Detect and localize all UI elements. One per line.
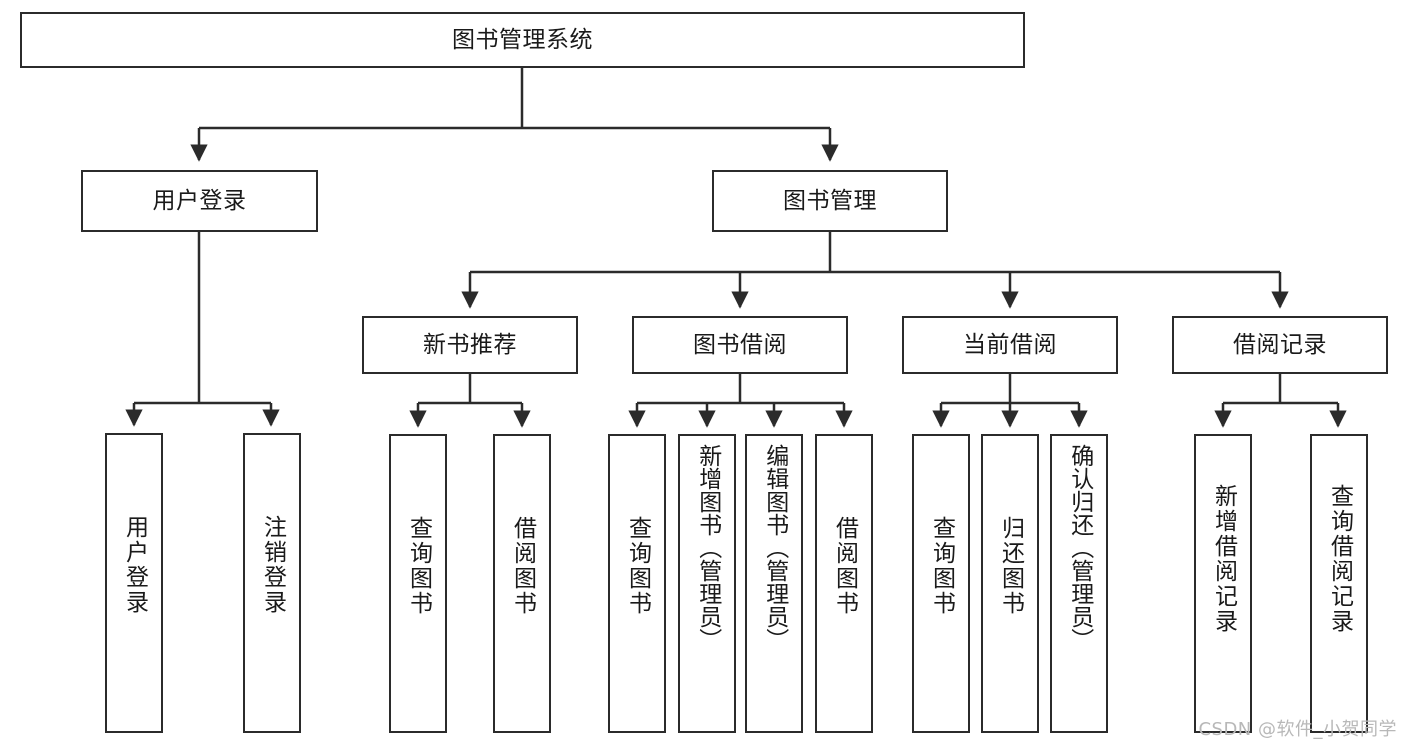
leaf-borrow-book-2[interactable]: 借阅图书 [815, 434, 873, 733]
node-book-manage-label: 图书管理 [783, 187, 877, 214]
node-borrow-record[interactable]: 借阅记录 [1172, 316, 1388, 374]
node-user-login-label: 用户登录 [152, 187, 247, 214]
node-user-login[interactable]: 用户登录 [81, 170, 318, 232]
leaf-logout[interactable]: 注销登录 [243, 433, 301, 733]
leaf-add-record[interactable]: 新增借阅记录 [1194, 434, 1252, 733]
node-book-manage[interactable]: 图书管理 [712, 170, 948, 232]
leaf-query-record[interactable]: 查询借阅记录 [1310, 434, 1368, 733]
leaf-query-book-2-label: 查询图书 [624, 516, 651, 616]
leaf-return-book[interactable]: 归还图书 [981, 434, 1039, 733]
node-new-book-rec[interactable]: 新书推荐 [362, 316, 578, 374]
leaf-logout-label: 注销登录 [259, 515, 286, 615]
leaf-add-book-label: 新增图书（管理员） [694, 444, 721, 651]
leaf-return-book-label: 归还图书 [997, 516, 1024, 616]
leaf-borrow-book-1-label: 借阅图书 [509, 516, 536, 616]
leaf-query-book-3-label: 查询图书 [928, 516, 955, 616]
node-root-label: 图书管理系统 [452, 26, 593, 53]
leaf-add-book[interactable]: 新增图书（管理员） [678, 434, 736, 733]
node-current-borrow-label: 当前借阅 [963, 331, 1057, 358]
leaf-add-record-label: 新增借阅记录 [1210, 484, 1237, 634]
node-new-book-rec-label: 新书推荐 [423, 331, 517, 358]
leaf-query-book-3[interactable]: 查询图书 [912, 434, 970, 733]
leaf-query-book-1[interactable]: 查询图书 [389, 434, 447, 733]
csdn-watermark: CSDN @软件_小贺同学 [1198, 719, 1397, 740]
leaf-user-login[interactable]: 用户登录 [105, 433, 163, 733]
node-root[interactable]: 图书管理系统 [20, 12, 1025, 68]
leaf-query-book-2[interactable]: 查询图书 [608, 434, 666, 733]
node-book-borrow-label: 图书借阅 [693, 331, 787, 358]
leaf-borrow-book-1[interactable]: 借阅图书 [493, 434, 551, 733]
leaf-borrow-book-2-label: 借阅图书 [831, 516, 858, 616]
leaf-query-book-1-label: 查询图书 [405, 516, 432, 616]
leaf-edit-book[interactable]: 编辑图书（管理员） [745, 434, 803, 733]
node-book-borrow[interactable]: 图书借阅 [632, 316, 848, 374]
leaf-query-record-label: 查询借阅记录 [1326, 484, 1353, 634]
leaf-edit-book-label: 编辑图书（管理员） [761, 444, 788, 651]
node-current-borrow[interactable]: 当前借阅 [902, 316, 1118, 374]
leaf-user-login-label: 用户登录 [121, 515, 148, 615]
leaf-confirm-return-label: 确认归还（管理员） [1066, 444, 1093, 651]
node-borrow-record-label: 借阅记录 [1233, 331, 1327, 358]
leaf-confirm-return[interactable]: 确认归还（管理员） [1050, 434, 1108, 733]
